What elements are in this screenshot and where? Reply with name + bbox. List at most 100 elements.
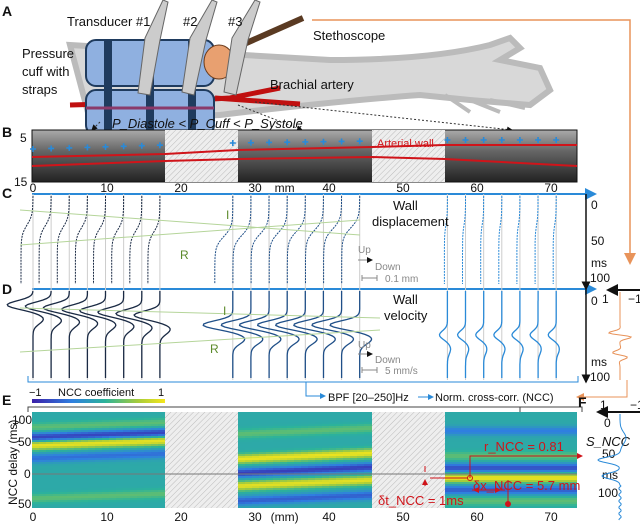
heatmap-cell	[130, 458, 137, 460]
heatmap-cell	[336, 432, 343, 434]
heatmap-cell	[144, 430, 151, 432]
heatmap-cell	[336, 468, 343, 470]
heatmap-cell	[102, 460, 109, 462]
heatmap-cell	[294, 464, 301, 466]
heatmap-cell	[151, 446, 158, 448]
heatmap-cell	[32, 480, 39, 482]
heatmap-cell	[238, 420, 245, 422]
heatmap-cell	[53, 450, 60, 452]
heatmap-cell	[74, 430, 81, 432]
heatmap-cell	[294, 452, 301, 454]
heatmap-cell	[336, 438, 343, 440]
velocity-trace	[311, 291, 355, 378]
heatmap-cell	[473, 460, 480, 462]
heatmap-cell	[494, 480, 501, 482]
heatmap-cell	[571, 422, 577, 424]
heatmap-cell	[259, 492, 266, 494]
heatmap-cell	[515, 470, 522, 472]
velocity-trace	[42, 290, 81, 378]
heatmap-cell	[287, 470, 294, 472]
heatmap-cell	[280, 474, 287, 476]
heatmap-cell	[315, 470, 322, 472]
heatmap-cell	[445, 466, 452, 468]
heatmap-cell	[74, 444, 81, 446]
heatmap-cell	[60, 436, 67, 438]
heatmap-cell	[550, 436, 557, 438]
heatmap-cell	[294, 492, 301, 494]
heatmap-cell	[238, 428, 245, 430]
heatmap-cell	[102, 474, 109, 476]
heatmap-cell	[557, 446, 564, 448]
e-ytick: 0	[24, 467, 31, 481]
label-cuff-1: Pressure	[22, 46, 74, 61]
heatmap-cell	[280, 492, 287, 494]
heatmap-cell	[487, 412, 494, 414]
x-tick-label: 30	[248, 181, 262, 195]
heatmap-cell	[158, 502, 165, 504]
heatmap-cell	[564, 468, 571, 470]
heatmap-cell	[452, 468, 459, 470]
heatmap-cell	[452, 480, 459, 482]
heatmap-cell	[322, 480, 329, 482]
heatmap-cell	[322, 420, 329, 422]
heatmap-cell	[494, 444, 501, 446]
label-transducer-2: #2	[183, 14, 197, 29]
heatmap-cell	[252, 482, 259, 484]
heatmap-cell	[109, 426, 116, 428]
heatmap-cell	[245, 492, 252, 494]
heatmap-cell	[39, 422, 46, 424]
heatmap-cell	[522, 480, 529, 482]
heatmap-cell	[452, 422, 459, 424]
heatmap-cell	[46, 496, 53, 498]
heatmap-cell	[473, 474, 480, 476]
heatmap-cell	[60, 480, 67, 482]
heatmap-cell	[67, 474, 74, 476]
heatmap-cell	[315, 432, 322, 434]
heatmap-cell	[350, 442, 357, 444]
heatmap-cell	[571, 472, 577, 474]
heatmap-cell	[501, 436, 508, 438]
heatmap-cell	[322, 430, 329, 432]
heatmap-cell	[557, 464, 564, 466]
heatmap-cell	[81, 456, 88, 458]
heatmap-cell	[515, 458, 522, 460]
ncc-annotations	[425, 453, 583, 507]
heatmap-cell	[144, 494, 151, 496]
d-incident-line	[19, 307, 381, 319]
heatmap-cell	[273, 492, 280, 494]
heatmap-cell	[151, 434, 158, 436]
heatmap-cell	[445, 470, 452, 472]
heatmap-cell	[266, 438, 273, 440]
heatmap-cell	[294, 502, 301, 504]
heatmap-cell	[294, 424, 301, 426]
heatmap-cell	[60, 444, 67, 446]
heatmap-cell	[151, 472, 158, 474]
heatmap-cell	[564, 488, 571, 490]
heatmap-cell	[294, 414, 301, 416]
heatmap-cell	[329, 490, 336, 492]
heatmap-cell	[95, 482, 102, 484]
heatmap-cell	[522, 484, 529, 486]
heatmap-cell	[46, 470, 53, 472]
heatmap-cell	[294, 454, 301, 456]
heatmap-cell	[151, 412, 158, 414]
heatmap-cell	[445, 424, 452, 426]
heatmap-cell	[522, 490, 529, 492]
heatmap-cell	[95, 476, 102, 478]
heatmap-cell	[494, 472, 501, 474]
c-ttick: 0	[591, 198, 598, 212]
heatmap-cell	[53, 488, 60, 490]
heatmap-cell	[315, 448, 322, 450]
heatmap-cell	[494, 456, 501, 458]
heatmap-cell	[301, 420, 308, 422]
heatmap-cell	[88, 428, 95, 430]
heatmap-cell	[294, 436, 301, 438]
heatmap-cell	[158, 458, 165, 460]
heatmap-cell	[116, 414, 123, 416]
heatmap-cell	[245, 472, 252, 474]
heatmap-cell	[144, 470, 151, 472]
heatmap-cell	[116, 456, 123, 458]
heatmap-cell	[53, 418, 60, 420]
heatmap-cell	[259, 446, 266, 448]
heatmap-cell	[522, 446, 529, 448]
